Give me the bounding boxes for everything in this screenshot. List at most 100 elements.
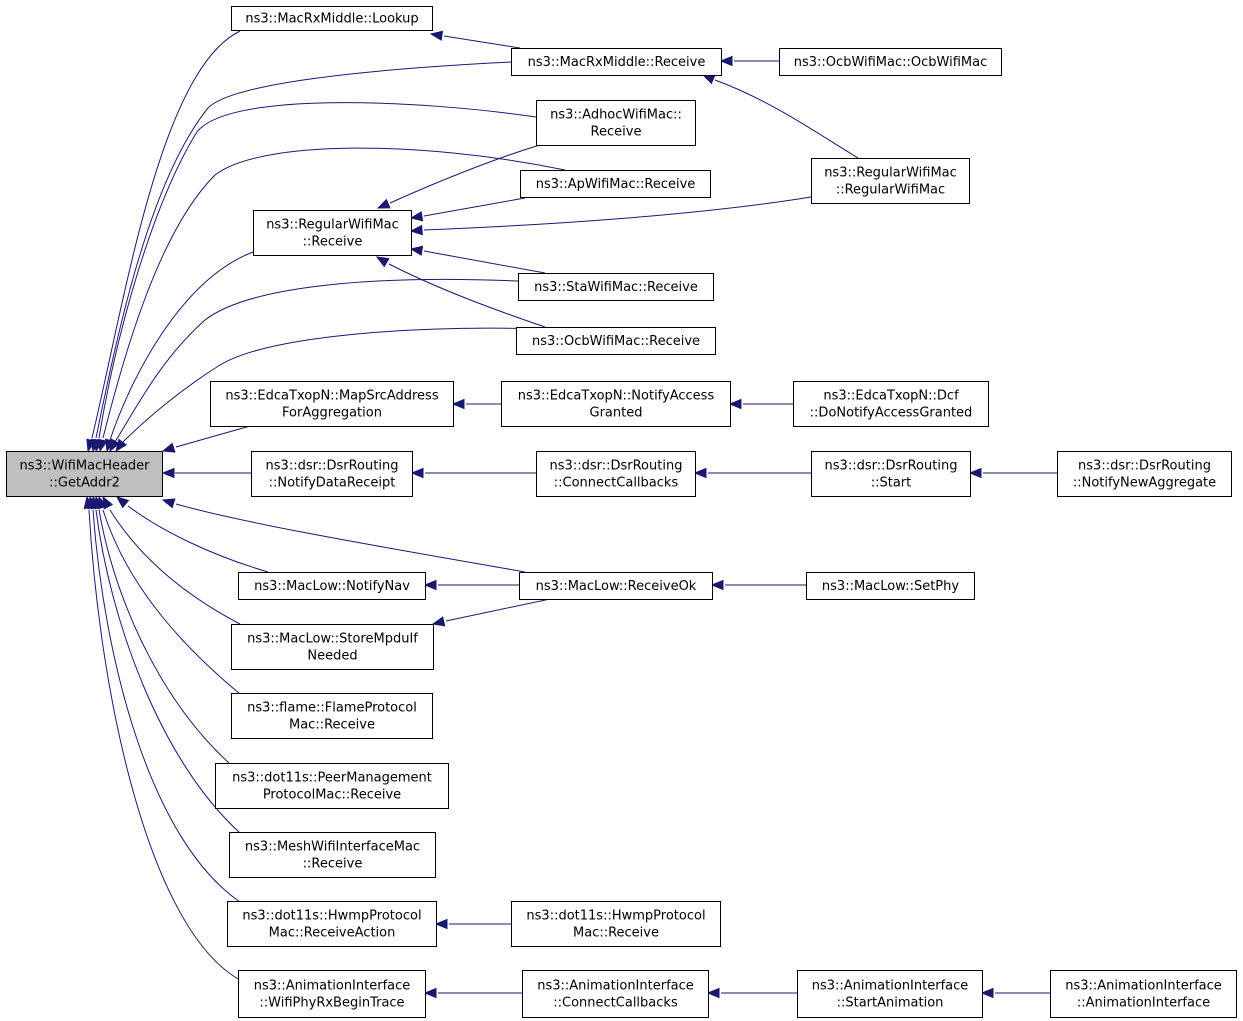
edge-line bbox=[95, 509, 241, 834]
node-maclow-setphy[interactable]: ns3::MacLow::SetPhy bbox=[806, 572, 975, 600]
node-edca-mapsrc[interactable]: ns3::EdcaTxopN::MapSrcAddressForAggregat… bbox=[210, 381, 454, 427]
node-maclow-notifynav[interactable]: ns3::MacLow::NotifyNav bbox=[238, 572, 426, 600]
arrowhead-icon bbox=[710, 579, 724, 591]
edge-line bbox=[127, 505, 269, 573]
node-box bbox=[536, 451, 696, 497]
node-box bbox=[522, 970, 709, 1018]
node-label: ns3::dsr::DsrRouting bbox=[266, 459, 399, 474]
arrowhead-icon bbox=[161, 498, 176, 509]
node-box bbox=[501, 381, 731, 427]
node-label: ns3::RegularWifiMac bbox=[266, 218, 399, 233]
node-label: ::GetAddr2 bbox=[49, 476, 120, 491]
node-getaddr2[interactable]: ns3::WifiMacHeader::GetAddr2 bbox=[6, 451, 163, 497]
edge-maclow_receiveok-to-getaddr2 bbox=[161, 498, 526, 573]
node-regular-receive[interactable]: ns3::RegularWifiMac::Receive bbox=[253, 210, 412, 256]
arrowhead-icon bbox=[693, 467, 707, 479]
node-box bbox=[253, 210, 412, 256]
node-label: ns3::OcbWifiMac::OcbWifiMac bbox=[794, 55, 987, 70]
arrowhead-icon bbox=[728, 398, 742, 410]
node-ocb-ctor[interactable]: ns3::OcbWifiMac::OcbWifiMac bbox=[779, 48, 1002, 76]
node-box bbox=[238, 572, 426, 600]
node-anim-ctor[interactable]: ns3::AnimationInterface::AnimationInterf… bbox=[1050, 970, 1237, 1018]
arrowhead-icon bbox=[701, 74, 716, 85]
node-anim-wifiphy[interactable]: ns3::AnimationInterface::WifiPhyRxBeginT… bbox=[238, 970, 426, 1018]
edge-dsr_connect-to-dsr_notifydata bbox=[410, 467, 536, 479]
node-edca-notify[interactable]: ns3::EdcaTxopN::NotifyAccessGranted bbox=[501, 381, 731, 427]
edge-line bbox=[121, 327, 546, 444]
edge-hwmp_receive-to-hwmp_receiveaction bbox=[434, 918, 511, 930]
edge-line bbox=[102, 147, 566, 439]
node-peer-receive[interactable]: ns3::dot11s::PeerManagementProtocolMac::… bbox=[215, 763, 449, 809]
edge-regular_ctor-to-rxmiddle_receive bbox=[701, 74, 859, 159]
arrowhead-icon bbox=[451, 398, 465, 410]
arrowhead-icon bbox=[423, 987, 437, 999]
edge-line bbox=[95, 61, 513, 439]
edge-anim_ctor-to-anim_start bbox=[980, 987, 1050, 999]
edge-ocb_receive-to-getaddr2 bbox=[115, 327, 546, 453]
arrowhead-icon bbox=[109, 438, 121, 453]
node-label: ::NotifyDataReceipt bbox=[269, 476, 396, 491]
node-label: ForAggregation bbox=[282, 406, 382, 421]
edge-line bbox=[423, 196, 812, 231]
arrowhead-icon bbox=[423, 579, 437, 591]
edge-line bbox=[445, 598, 551, 622]
edge-rxmiddle_receive-to-rxmiddle_lookup bbox=[429, 30, 521, 49]
node-anim-connect[interactable]: ns3::AnimationInterface::ConnectCallback… bbox=[522, 970, 709, 1018]
node-label: ns3::flame::FlameProtocol bbox=[247, 701, 417, 716]
node-box bbox=[511, 48, 722, 76]
node-box bbox=[519, 572, 713, 600]
node-rxmiddle-receive[interactable]: ns3::MacRxMiddle::Receive bbox=[511, 48, 722, 76]
node-box bbox=[797, 970, 983, 1018]
edge-line bbox=[109, 251, 254, 441]
node-label: ns3::AnimationInterface bbox=[254, 979, 411, 994]
edge-ocb_receive-to-regular_receive bbox=[375, 256, 546, 328]
arrowhead-icon bbox=[429, 30, 444, 41]
node-label: ::ConnectCallbacks bbox=[553, 996, 678, 1011]
edge-ap_receive-to-getaddr2 bbox=[97, 147, 566, 453]
node-label: Granted bbox=[590, 406, 643, 421]
node-box bbox=[779, 48, 1002, 76]
nodes-layer: ns3::WifiMacHeader::GetAddr2 ns3::MacRxMi… bbox=[6, 6, 1237, 1018]
edge-dsr_notifyagg-to-dsr_start bbox=[968, 467, 1057, 479]
node-label: ::RegularWifiMac bbox=[836, 183, 945, 198]
node-ap-receive[interactable]: ns3::ApWifiMac::Receive bbox=[520, 170, 711, 198]
node-box bbox=[811, 451, 971, 497]
node-anim-start[interactable]: ns3::AnimationInterface::StartAnimation bbox=[797, 970, 983, 1018]
node-label: ns3::MacLow::StoreMpduIf bbox=[247, 632, 418, 647]
edge-maclow_notifynav-to-getaddr2 bbox=[115, 496, 269, 573]
node-box bbox=[811, 158, 970, 204]
node-rxmiddle-lookup[interactable]: ns3::MacRxMiddle::Lookup bbox=[231, 6, 433, 31]
edge-line bbox=[714, 79, 859, 159]
node-dsr-start[interactable]: ns3::dsr::DsrRouting::Start bbox=[811, 451, 971, 497]
node-label: ::Receive bbox=[303, 857, 363, 872]
node-label: ns3::MacLow::ReceiveOk bbox=[536, 579, 697, 594]
edge-sta_receive-to-regular_receive bbox=[409, 245, 546, 274]
node-edca-dcf[interactable]: ns3::EdcaTxopN::Dcf::DoNotifyAccessGrant… bbox=[793, 381, 989, 427]
node-dsr-notifyagg[interactable]: ns3::dsr::DsrRouting::NotifyNewAggregate bbox=[1057, 451, 1232, 497]
node-label: ns3::EdcaTxopN::Dcf bbox=[823, 389, 959, 404]
node-label: ::Receive bbox=[303, 235, 363, 250]
node-label: Receive bbox=[591, 125, 642, 140]
node-dsr-connect[interactable]: ns3::dsr::DsrRouting::ConnectCallbacks bbox=[536, 451, 696, 497]
node-regular-ctor[interactable]: ns3::RegularWifiMac::RegularWifiMac bbox=[811, 158, 970, 204]
node-adhoc-receive[interactable]: ns3::AdhocWifiMac::Receive bbox=[536, 100, 696, 146]
node-maclow-receiveok[interactable]: ns3::MacLow::ReceiveOk bbox=[519, 572, 713, 600]
node-box bbox=[229, 832, 436, 878]
node-mesh-receive[interactable]: ns3::MeshWifiInterfaceMac::Receive bbox=[229, 832, 436, 878]
arrowhead-icon bbox=[115, 496, 130, 509]
node-ocb-receive[interactable]: ns3::OcbWifiMac::Receive bbox=[516, 327, 716, 355]
node-box bbox=[511, 901, 721, 947]
node-label: ns3::dot11s::HwmpProtocol bbox=[242, 909, 421, 924]
edge-line bbox=[423, 197, 526, 217]
node-label: ns3::AnimationInterface bbox=[1065, 979, 1222, 994]
node-label: ns3::dsr::DsrRouting bbox=[550, 459, 683, 474]
node-hwmp-receiveaction[interactable]: ns3::dot11s::HwmpProtocolMac::ReceiveAct… bbox=[227, 901, 437, 947]
node-dsr-notifydata[interactable]: ns3::dsr::DsrRouting::NotifyDataReceipt bbox=[251, 451, 413, 497]
node-label: ns3::RegularWifiMac bbox=[824, 166, 957, 181]
node-label: Mac::Receive bbox=[573, 926, 659, 941]
node-sta-receive[interactable]: ns3::StaWifiMac::Receive bbox=[518, 273, 714, 301]
